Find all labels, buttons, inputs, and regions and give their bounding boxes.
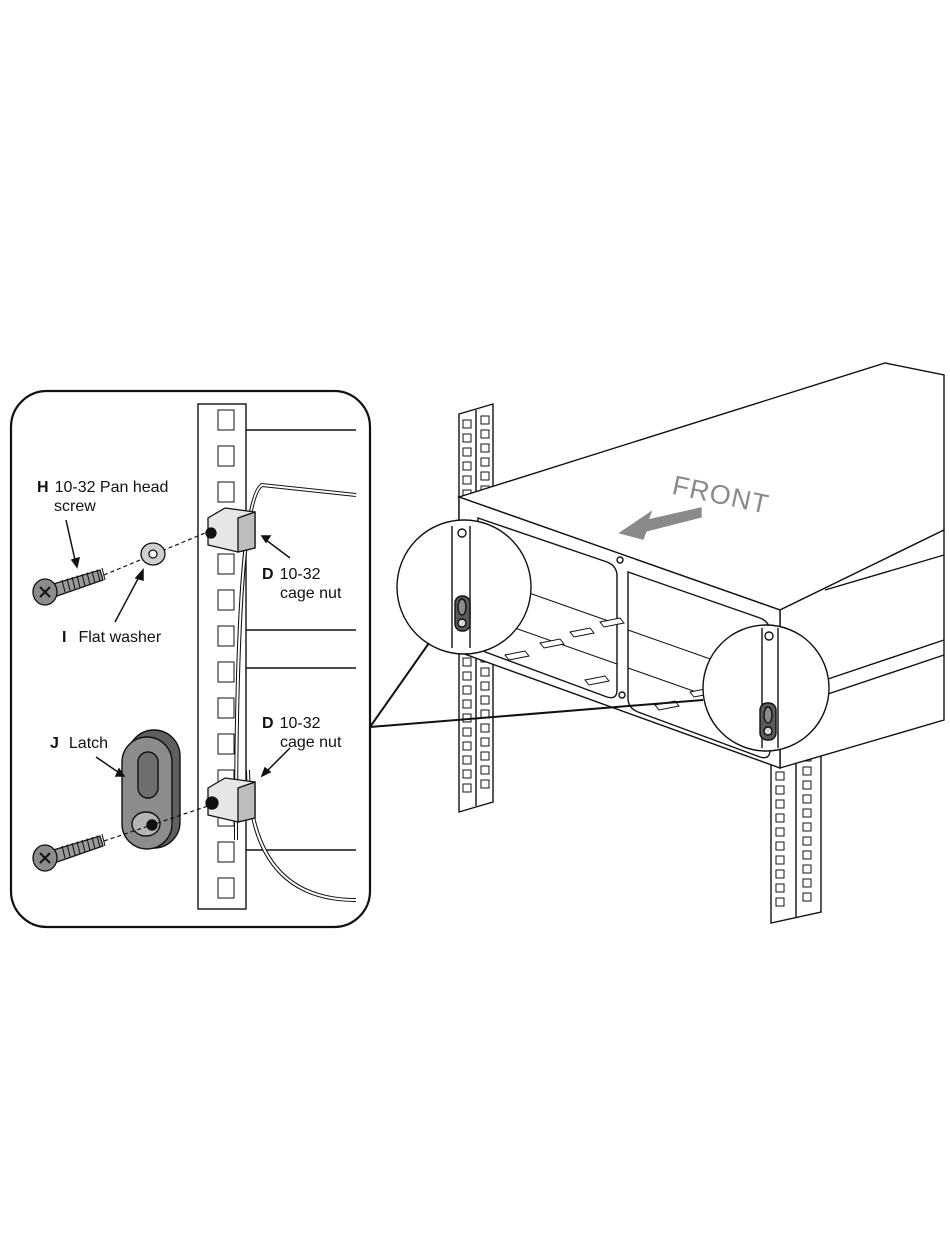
- label-cage-nut-bottom: D 10-32 cage nut: [262, 714, 341, 752]
- flat-washer: [141, 543, 165, 565]
- label-screw-line2: screw: [54, 498, 96, 515]
- label-letter-d-top: D: [262, 566, 274, 583]
- label-letter-i: I: [62, 629, 66, 646]
- cage-nut-bottom: [206, 778, 255, 822]
- cage-nut-top: [206, 508, 255, 552]
- magnifier-right: [703, 625, 829, 751]
- label-nut-bottom-line2: cage nut: [280, 734, 341, 751]
- label-latch-text: Latch: [69, 735, 108, 752]
- detail-callout: [11, 391, 370, 927]
- label-latch: J Latch: [50, 734, 108, 753]
- latch-part: [122, 730, 180, 849]
- label-washer-text: Flat washer: [78, 629, 161, 646]
- label-nut-bottom-line1: 10-32: [280, 715, 321, 732]
- label-nut-top-line1: 10-32: [280, 566, 321, 583]
- label-cage-nut-top: D 10-32 cage nut: [262, 565, 341, 603]
- label-pan-head-screw: H 10-32 Pan head screw: [37, 478, 168, 516]
- magnifier-left: [397, 520, 531, 654]
- label-screw-line1: 10-32 Pan head: [55, 479, 169, 496]
- label-nut-top-line2: cage nut: [280, 585, 341, 602]
- label-letter-d-bottom: D: [262, 715, 274, 732]
- label-letter-h: H: [37, 479, 49, 496]
- label-flat-washer: I Flat washer: [62, 628, 161, 647]
- rack-assembly: [370, 363, 944, 923]
- label-letter-j: J: [50, 735, 59, 752]
